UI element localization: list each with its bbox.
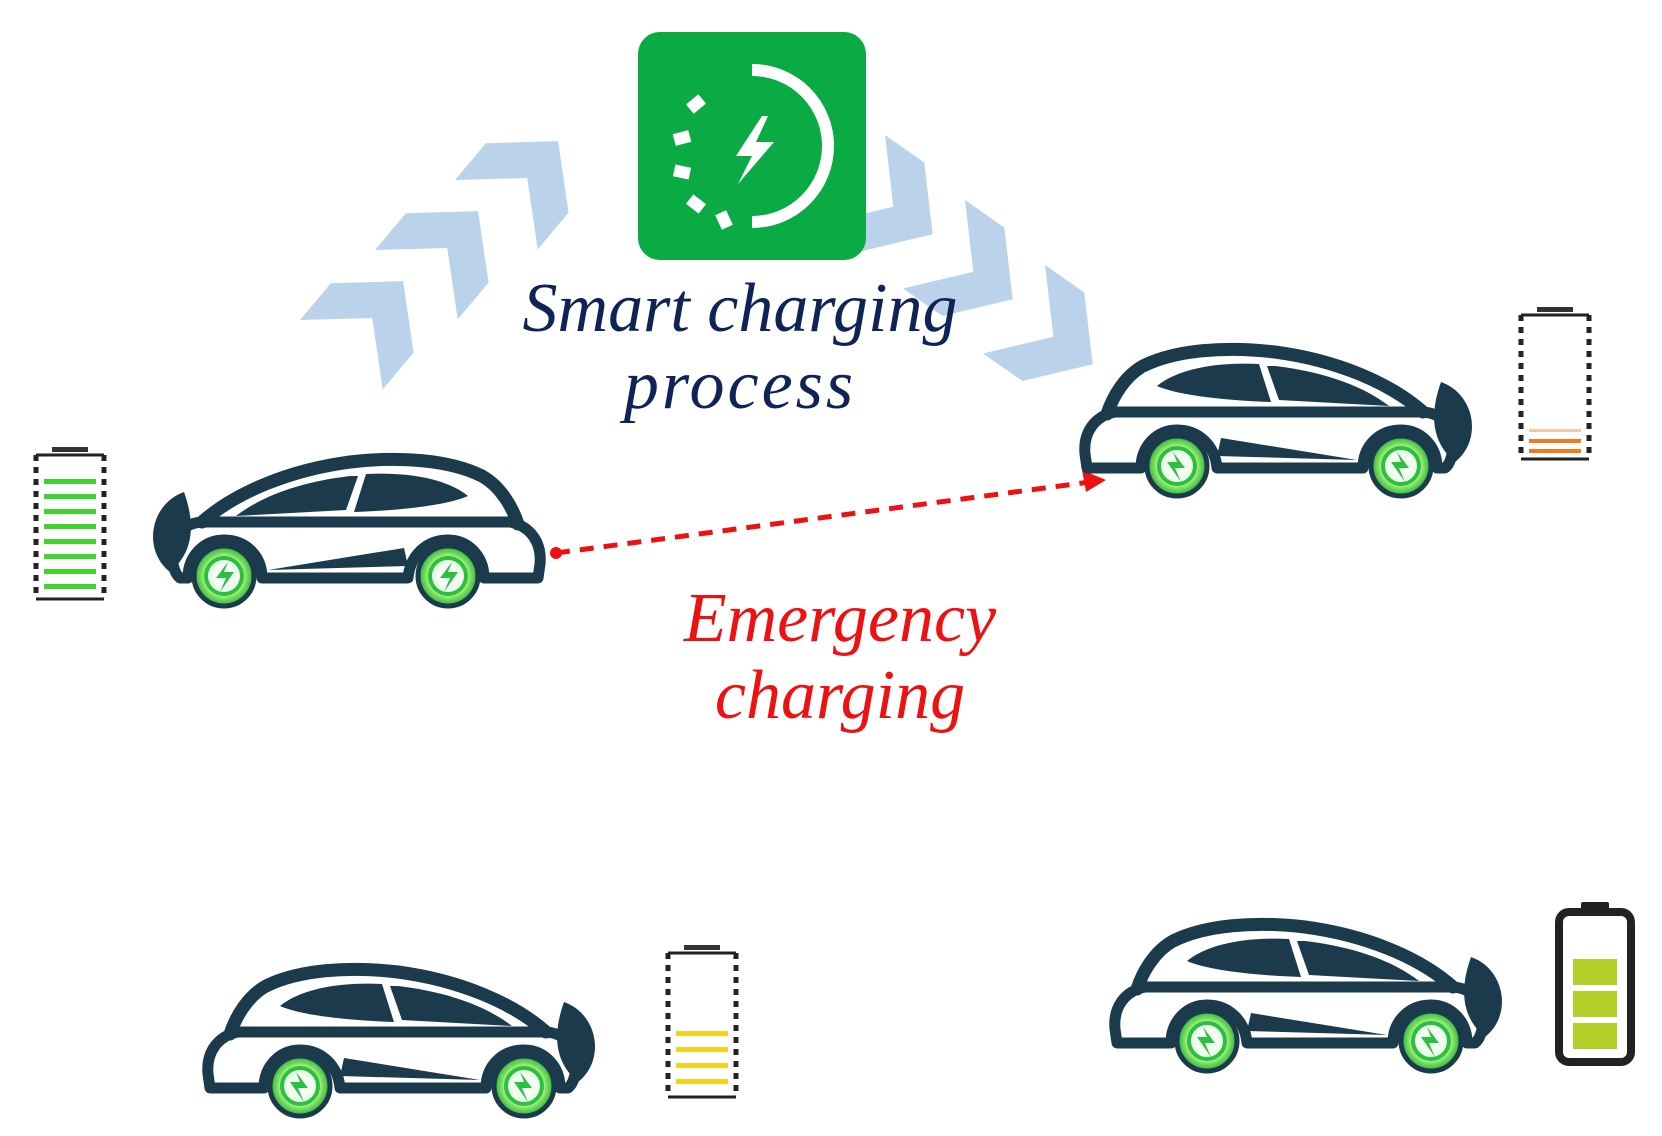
emergency-charging-label: Emergency charging (600, 580, 1080, 734)
battery-level-bars (44, 479, 96, 589)
emergency-charging-line2: charging (714, 657, 966, 734)
electric-car-icon (153, 459, 540, 606)
smart-charging-label: Smart charging process (460, 270, 1020, 424)
emergency-charging-line1: Emergency (683, 580, 997, 657)
smart-charging-line1: Smart charging (522, 270, 958, 347)
battery-icon (36, 447, 104, 599)
battery-icon (1521, 307, 1589, 459)
emergency-arrow (550, 470, 1106, 559)
battery-icon (1555, 902, 1635, 1066)
charging-station-icon (638, 32, 866, 260)
smart-charging-line2: process (623, 347, 857, 424)
electric-car-icon (1085, 349, 1472, 496)
lightning-bolt-icon (736, 116, 774, 184)
electric-car-icon (208, 969, 595, 1116)
electric-car-icon (1115, 924, 1502, 1071)
battery-icon (668, 945, 736, 1097)
